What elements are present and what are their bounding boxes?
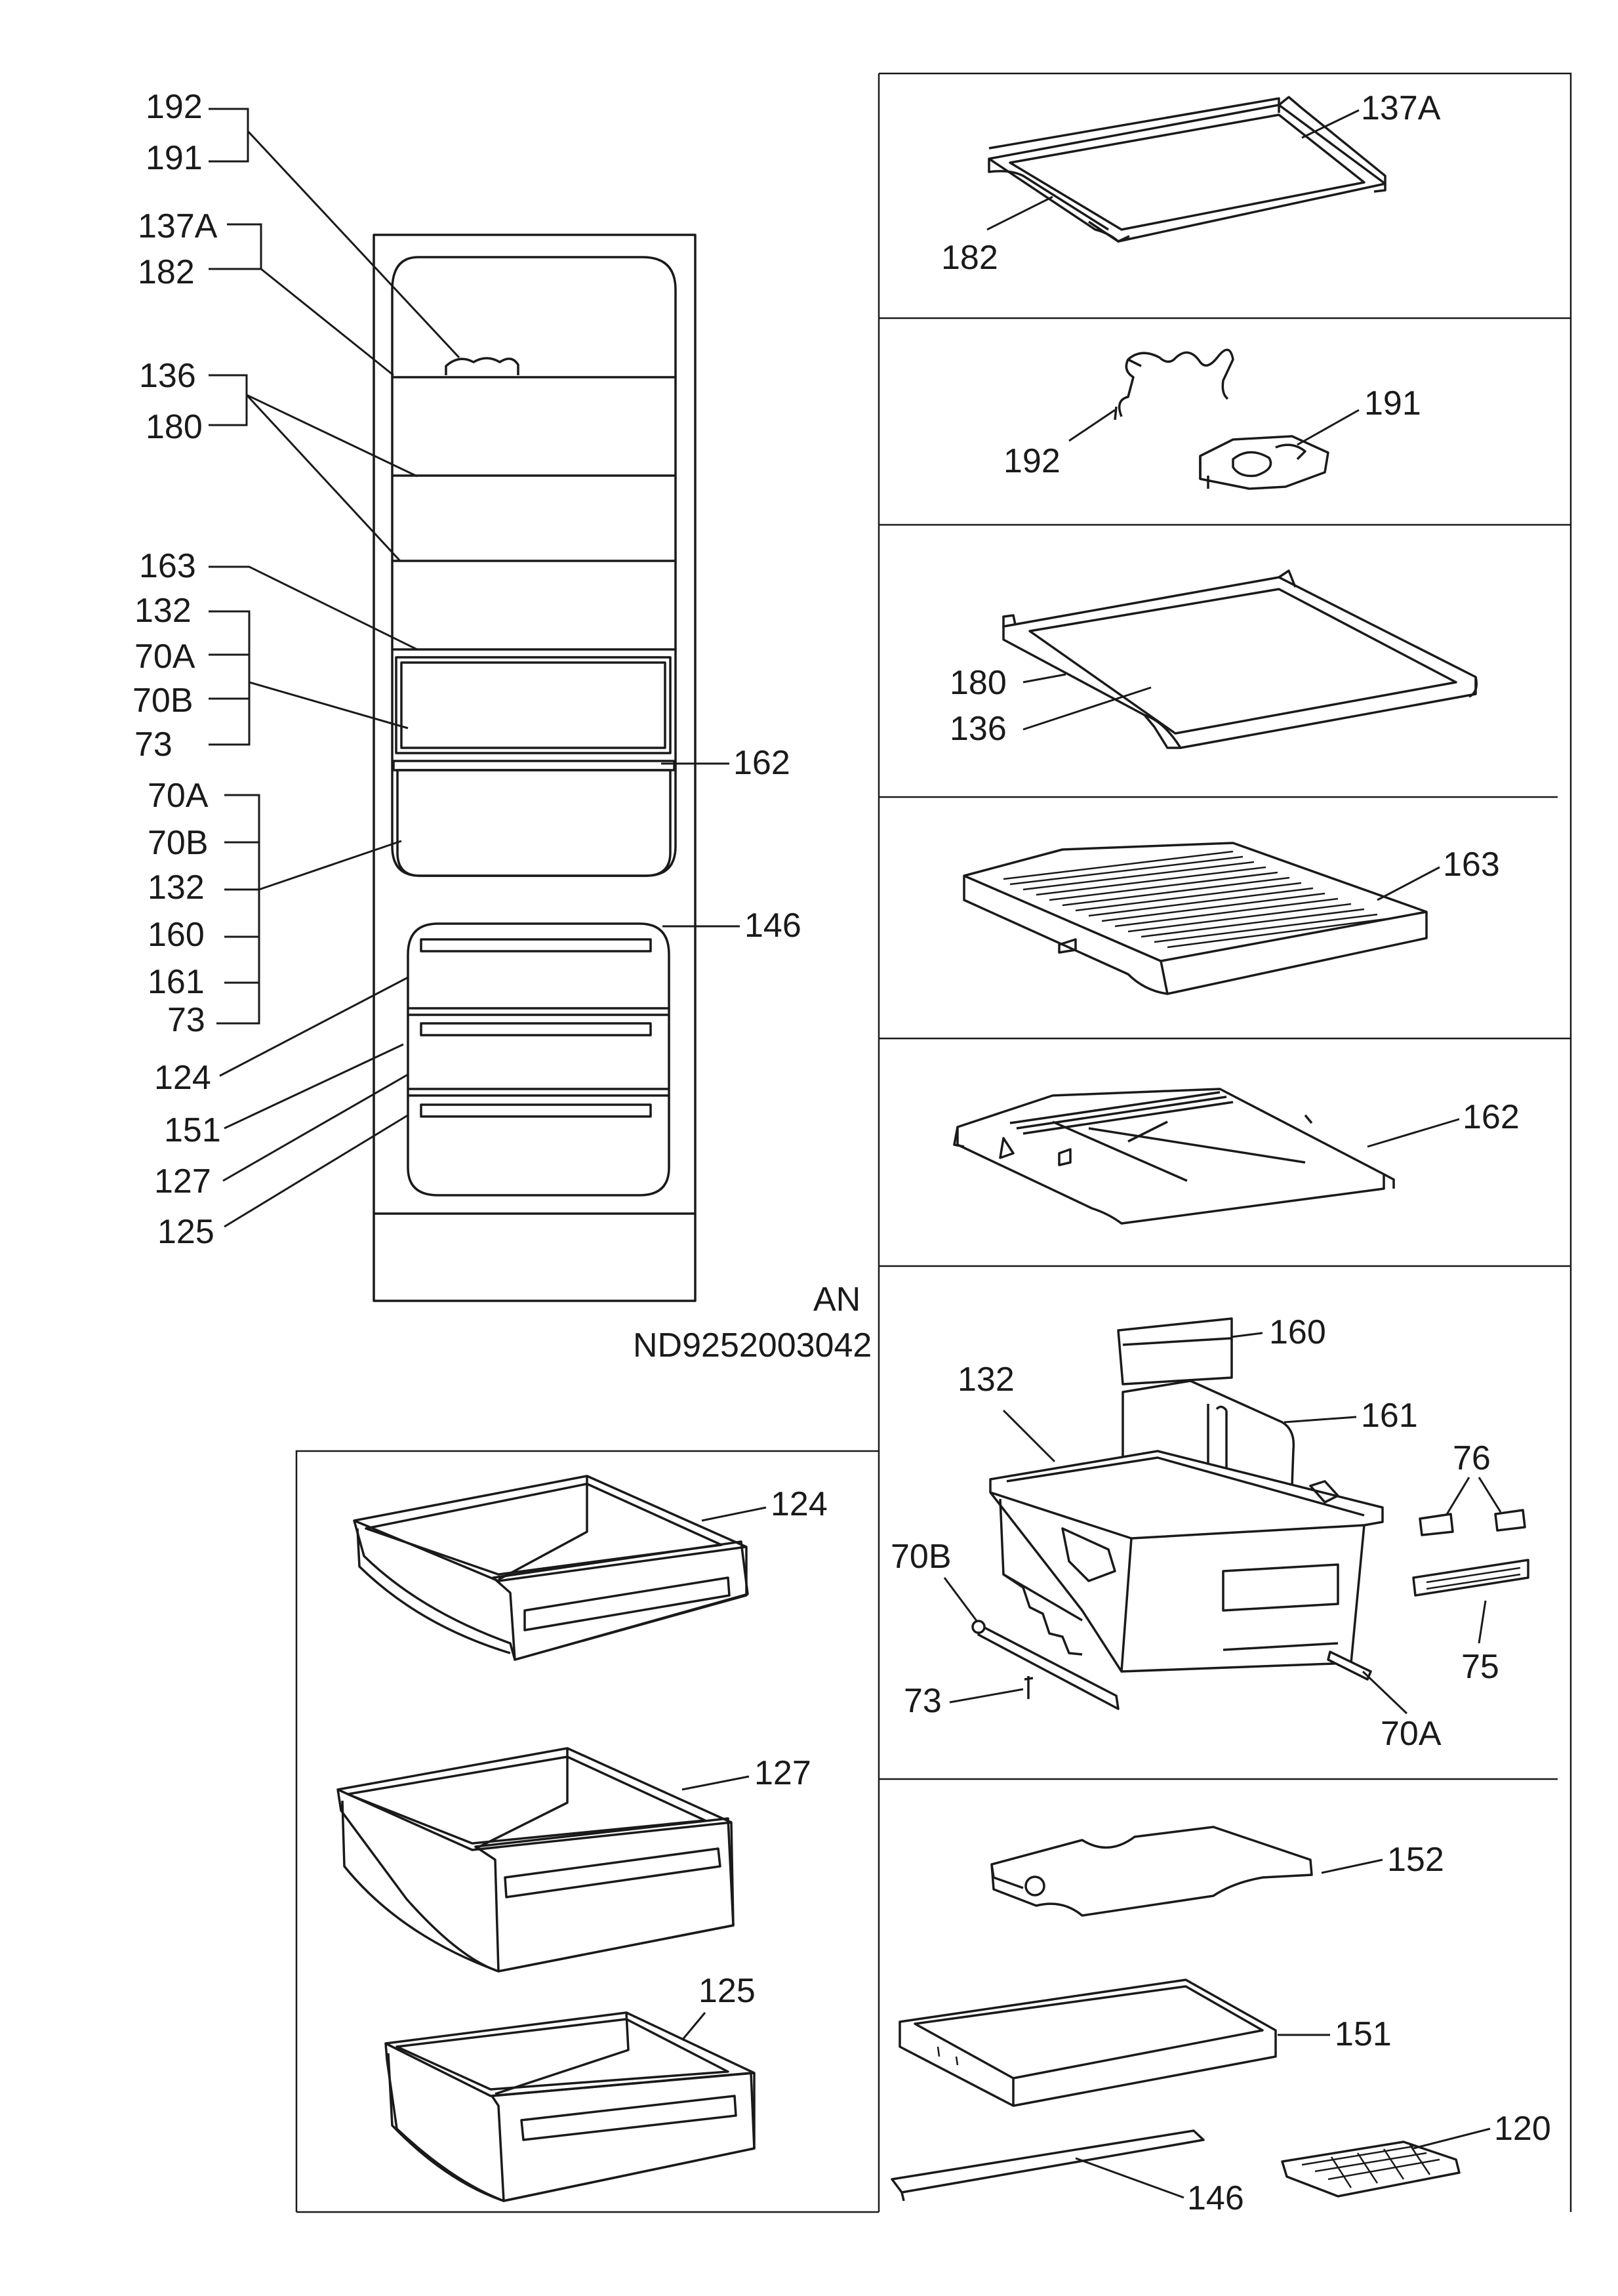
callout-120-panel: 120 (1494, 2110, 1551, 2148)
callout-146-panel: 146 (1187, 2179, 1244, 2217)
freezer-tray-part (899, 1978, 1277, 2107)
vent-grille-part (1412, 1559, 1529, 1597)
callout-70b: 70B (132, 682, 193, 720)
callout-73-panel: 73 (904, 1682, 942, 1720)
callout-161-panel: 161 (1361, 1397, 1418, 1435)
callout-73-2: 73 (167, 1001, 205, 1039)
callout-192: 192 (146, 88, 203, 126)
callout-70a: 70A (134, 638, 195, 676)
drawer-127-part (336, 1747, 735, 1973)
callout-160-panel: 160 (1269, 1313, 1326, 1351)
callout-191-panel: 191 (1364, 384, 1421, 422)
callout-191: 191 (146, 139, 203, 177)
callout-76-panel: 76 (1453, 1439, 1491, 1477)
fridge-callouts: 192 191 137A 182 136 180 163 132 70A 70B… (132, 88, 801, 1251)
callout-124: 124 (154, 1059, 211, 1097)
glass-shelf-part (1002, 569, 1478, 749)
callout-162-panel: 162 (1463, 1098, 1520, 1136)
callout-163: 163 (139, 547, 196, 585)
crisper-box-part (989, 1317, 1384, 1673)
fridge-cabinet (373, 234, 697, 1302)
clip-part (1419, 1513, 1454, 1536)
callout-70b-2: 70B (148, 824, 209, 862)
callout-152-panel: 152 (1387, 1841, 1444, 1879)
callout-182: 182 (138, 253, 195, 291)
shelf-trim-part (988, 96, 1386, 243)
trim-strip-part (891, 2129, 1205, 2202)
right-panel-frame (878, 72, 1572, 2212)
callout-137a-panel: 137A (1361, 89, 1441, 127)
callout-180: 180 (146, 408, 203, 446)
callout-132-2: 132 (148, 869, 205, 907)
callout-124-drawers: 124 (771, 1485, 828, 1523)
callout-192-panel: 192 (1003, 442, 1061, 480)
clip-part (1494, 1509, 1526, 1532)
callout-180-panel: 180 (950, 664, 1007, 702)
ice-tray-part (1281, 2141, 1461, 2198)
drawing-number: ND9252003042 (633, 1326, 872, 1364)
callout-161: 161 (148, 963, 205, 1001)
callout-163-panel: 163 (1443, 846, 1500, 884)
callout-132-panel: 132 (958, 1361, 1015, 1399)
callout-125: 125 (157, 1213, 214, 1251)
screw-part (1024, 1676, 1034, 1699)
callout-70a-2: 70A (148, 777, 209, 815)
callout-127-drawers: 127 (754, 1754, 811, 1792)
rail-part (1327, 1650, 1372, 1681)
callout-160: 160 (148, 916, 205, 954)
callout-146: 146 (744, 907, 801, 945)
drawer-124-part (353, 1475, 749, 1661)
callout-137a: 137A (138, 207, 218, 245)
callout-151-panel: 151 (1335, 2015, 1392, 2053)
ribbed-cover-part (963, 842, 1428, 995)
callout-75-panel: 75 (1461, 1648, 1499, 1686)
callout-127: 127 (154, 1162, 211, 1200)
callout-132: 132 (134, 592, 192, 630)
callout-136-panel: 136 (950, 710, 1007, 748)
callout-136: 136 (139, 357, 196, 395)
callout-162: 162 (733, 744, 790, 782)
callout-70a-panel: 70A (1381, 1715, 1442, 1753)
rail-part (977, 1624, 1120, 1710)
callout-73: 73 (134, 726, 172, 764)
drawer-panel-frame (295, 1450, 879, 2213)
wire-bracket-part (1114, 348, 1329, 490)
freezer-divider-part (990, 1826, 1313, 1917)
drawing-variant: AN (813, 1281, 860, 1319)
callout-182-panel: 182 (941, 239, 998, 277)
drawer-125-part (384, 2011, 756, 2202)
callout-151: 151 (164, 1111, 221, 1149)
callout-70b-panel: 70B (891, 1538, 952, 1576)
crisper-cover-part (953, 1088, 1395, 1225)
callout-125-drawers: 125 (698, 1972, 756, 2010)
